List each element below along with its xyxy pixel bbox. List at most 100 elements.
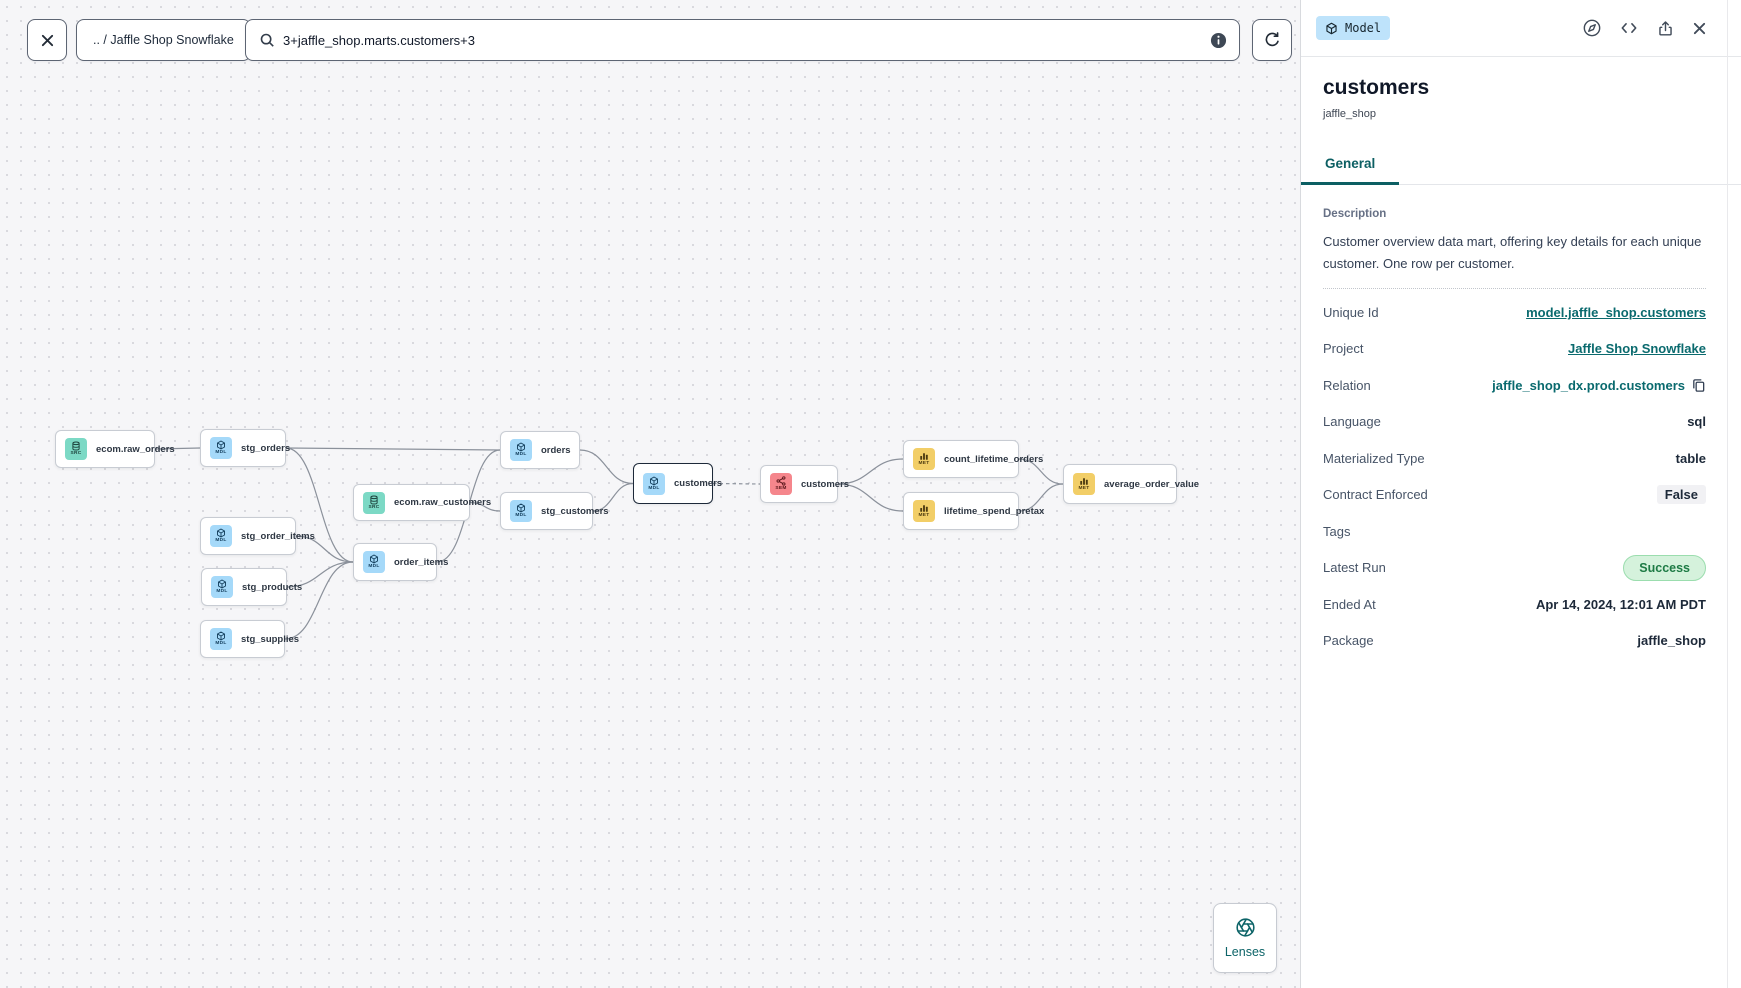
- field-label: Language: [1323, 414, 1381, 430]
- field-value: Jaffle Shop Snowflake: [1568, 341, 1706, 356]
- graph-node-stg-products[interactable]: MDL stg_products: [201, 568, 302, 606]
- graph-node-average-order-value[interactable]: MET average_order_value: [1063, 464, 1199, 504]
- field-value: jaffle_shop: [1637, 633, 1706, 649]
- graph-node-lifetime-spend-pretax[interactable]: MET lifetime_spend_pretax: [903, 492, 1044, 530]
- graph-node-order-items[interactable]: MDL order_items: [353, 543, 448, 581]
- model-type-label: Model: [1345, 21, 1382, 35]
- divider: [1323, 288, 1706, 289]
- field-label: Materialized Type: [1323, 450, 1425, 466]
- cube-icon: MDL: [510, 500, 532, 522]
- field-label: Package: [1323, 633, 1374, 649]
- refresh-button[interactable]: [1252, 19, 1292, 61]
- graph-node-stg-customers[interactable]: MDL stg_customers: [500, 492, 609, 530]
- field-row-materialized-type: Materialized Type table: [1323, 440, 1706, 477]
- field-value: sql: [1687, 414, 1706, 430]
- field-row-ended-at: Ended At Apr 14, 2024, 12:01 AM PDT: [1323, 586, 1706, 623]
- lenses-button[interactable]: Lenses: [1213, 903, 1277, 973]
- node-label: stg_supplies: [241, 633, 300, 645]
- field-row-project: Project Jaffle Shop Snowflake: [1323, 331, 1706, 368]
- field-value: jaffle_shop_dx.prod.customers: [1492, 378, 1706, 393]
- status-badge: Success: [1623, 554, 1706, 581]
- node-label: stg_orders: [241, 442, 291, 454]
- details-panel: Model customers jaffle_shop General Desc…: [1300, 0, 1741, 988]
- field-label: Project: [1323, 341, 1364, 357]
- info-icon[interactable]: [1210, 32, 1227, 49]
- database-icon: SRC: [363, 491, 385, 514]
- field-link-project[interactable]: Jaffle Shop Snowflake: [1568, 341, 1706, 357]
- close-panel-icon[interactable]: [1692, 21, 1707, 36]
- compass-icon[interactable]: [1582, 18, 1602, 38]
- graph-node-stg-orders[interactable]: MDL stg_orders: [200, 429, 290, 467]
- field-row-package: Package jaffle_shop: [1323, 623, 1706, 660]
- graph-node-customers[interactable]: MDL customers: [633, 463, 722, 504]
- graph-node-sem-customers[interactable]: SEM customers: [760, 465, 849, 503]
- description-label: Description: [1323, 208, 1387, 220]
- graph-node-ecom-raw-orders[interactable]: SRC ecom.raw_orders: [55, 430, 175, 468]
- panel-header: Model: [1301, 0, 1741, 57]
- field-value: table: [1675, 450, 1706, 466]
- lenses-label: Lenses: [1224, 945, 1266, 959]
- node-label: count_lifetime_orders: [944, 453, 1044, 465]
- field-label: Relation: [1323, 377, 1371, 393]
- bar-chart-icon: MET: [1073, 473, 1095, 495]
- model-type-badge: Model: [1316, 16, 1391, 40]
- node-label: stg_customers: [541, 505, 609, 517]
- graph-node-stg-supplies[interactable]: MDL stg_supplies: [200, 620, 299, 658]
- field-row-latest-run: Latest Run Success: [1323, 550, 1706, 587]
- page-title: customers: [1323, 76, 1430, 99]
- field-link-relation[interactable]: jaffle_shop_dx.prod.customers: [1492, 377, 1685, 393]
- node-label: customers: [674, 478, 723, 489]
- close-icon: [40, 33, 55, 48]
- refresh-icon: [1263, 31, 1281, 49]
- copy-icon[interactable]: [1691, 378, 1706, 393]
- cube-icon: MDL: [643, 472, 665, 495]
- field-row-language: Language sql: [1323, 404, 1706, 441]
- field-value: Apr 14, 2024, 12:01 AM PDT: [1535, 596, 1706, 612]
- field-label: Latest Run: [1323, 560, 1386, 576]
- node-label: stg_products: [242, 581, 303, 593]
- field-row-unique-id: Unique Id model.jaffle_shop.customers: [1323, 294, 1706, 331]
- field-label: Ended At: [1323, 596, 1376, 612]
- field-link-unique-id[interactable]: model.jaffle_shop.customers: [1526, 304, 1706, 320]
- node-label: average_order_value: [1104, 478, 1200, 490]
- node-label: ecom.raw_orders: [96, 443, 175, 455]
- breadcrumb[interactable]: .. / Jaffle Shop Snowflake: [76, 19, 251, 61]
- node-label: ecom.raw_customers: [394, 497, 492, 508]
- field-value: Success: [1623, 554, 1706, 581]
- field-label: Contract Enforced: [1323, 487, 1428, 503]
- node-label: lifetime_spend_pretax: [944, 505, 1045, 517]
- contract-badge: False: [1656, 485, 1706, 505]
- code-icon[interactable]: [1619, 18, 1639, 38]
- field-label: Unique Id: [1323, 304, 1379, 320]
- search-input[interactable]: [283, 32, 1199, 48]
- field-row-contract-enforced: Contract Enforced False: [1323, 477, 1706, 514]
- node-label: order_items: [394, 556, 449, 568]
- lineage-search[interactable]: [245, 19, 1240, 61]
- cube-icon: MDL: [510, 439, 532, 461]
- description-text: Customer overview data mart, offering ke…: [1323, 234, 1702, 271]
- node-label: stg_order_items: [241, 530, 315, 542]
- bar-chart-icon: MET: [913, 500, 935, 522]
- share-icon[interactable]: [1656, 19, 1675, 38]
- close-lineage-button[interactable]: [27, 19, 67, 61]
- field-value: model.jaffle_shop.customers: [1526, 305, 1706, 320]
- search-icon: [259, 32, 275, 48]
- cube-icon: MDL: [210, 437, 232, 459]
- node-label: customers: [801, 478, 850, 490]
- field-label: Tags: [1323, 523, 1351, 539]
- share-nodes-icon: SEM: [770, 473, 792, 495]
- graph-node-orders[interactable]: MDL orders: [500, 431, 580, 469]
- cube-icon: MDL: [211, 576, 233, 598]
- node-label: orders: [541, 444, 571, 456]
- cube-icon: MDL: [363, 551, 385, 573]
- panel-tabs: General: [1301, 147, 1741, 185]
- database-icon: SRC: [65, 438, 87, 460]
- graph-node-ecom-raw-customers[interactable]: SRC ecom.raw_customers: [353, 484, 491, 521]
- tab-general[interactable]: General: [1301, 147, 1400, 185]
- cube-icon: MDL: [210, 628, 232, 650]
- cube-icon: [1325, 22, 1338, 35]
